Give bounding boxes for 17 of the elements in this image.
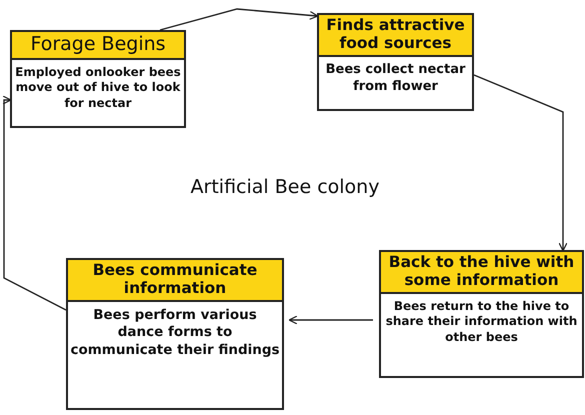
step-heading: Finds attractive food sources — [319, 15, 472, 57]
arrow — [288, 315, 373, 325]
process-card — [10, 30, 186, 128]
arrow — [474, 74, 568, 252]
step-heading: Forage Begins — [12, 32, 184, 60]
step-description: Bees collect nectar from flower — [324, 60, 466, 96]
step-description: Employed onlooker bees move out of hive to look for nectar — [14, 64, 182, 112]
step-heading: Back to the hive with some information — [381, 252, 582, 294]
process-card — [317, 13, 474, 111]
process-card — [66, 258, 284, 410]
step-description: Bees return to the hive to share their information with other bees — [384, 298, 578, 346]
arrow — [2, 95, 66, 311]
step-description: Bees perform various dance forms to communicate their findings — [69, 306, 281, 360]
process-card — [379, 250, 584, 378]
arrow — [160, 8, 318, 31]
step-heading: Bees communicate information — [68, 260, 282, 302]
diagram-title: Artificial Bee colony — [190, 176, 380, 198]
